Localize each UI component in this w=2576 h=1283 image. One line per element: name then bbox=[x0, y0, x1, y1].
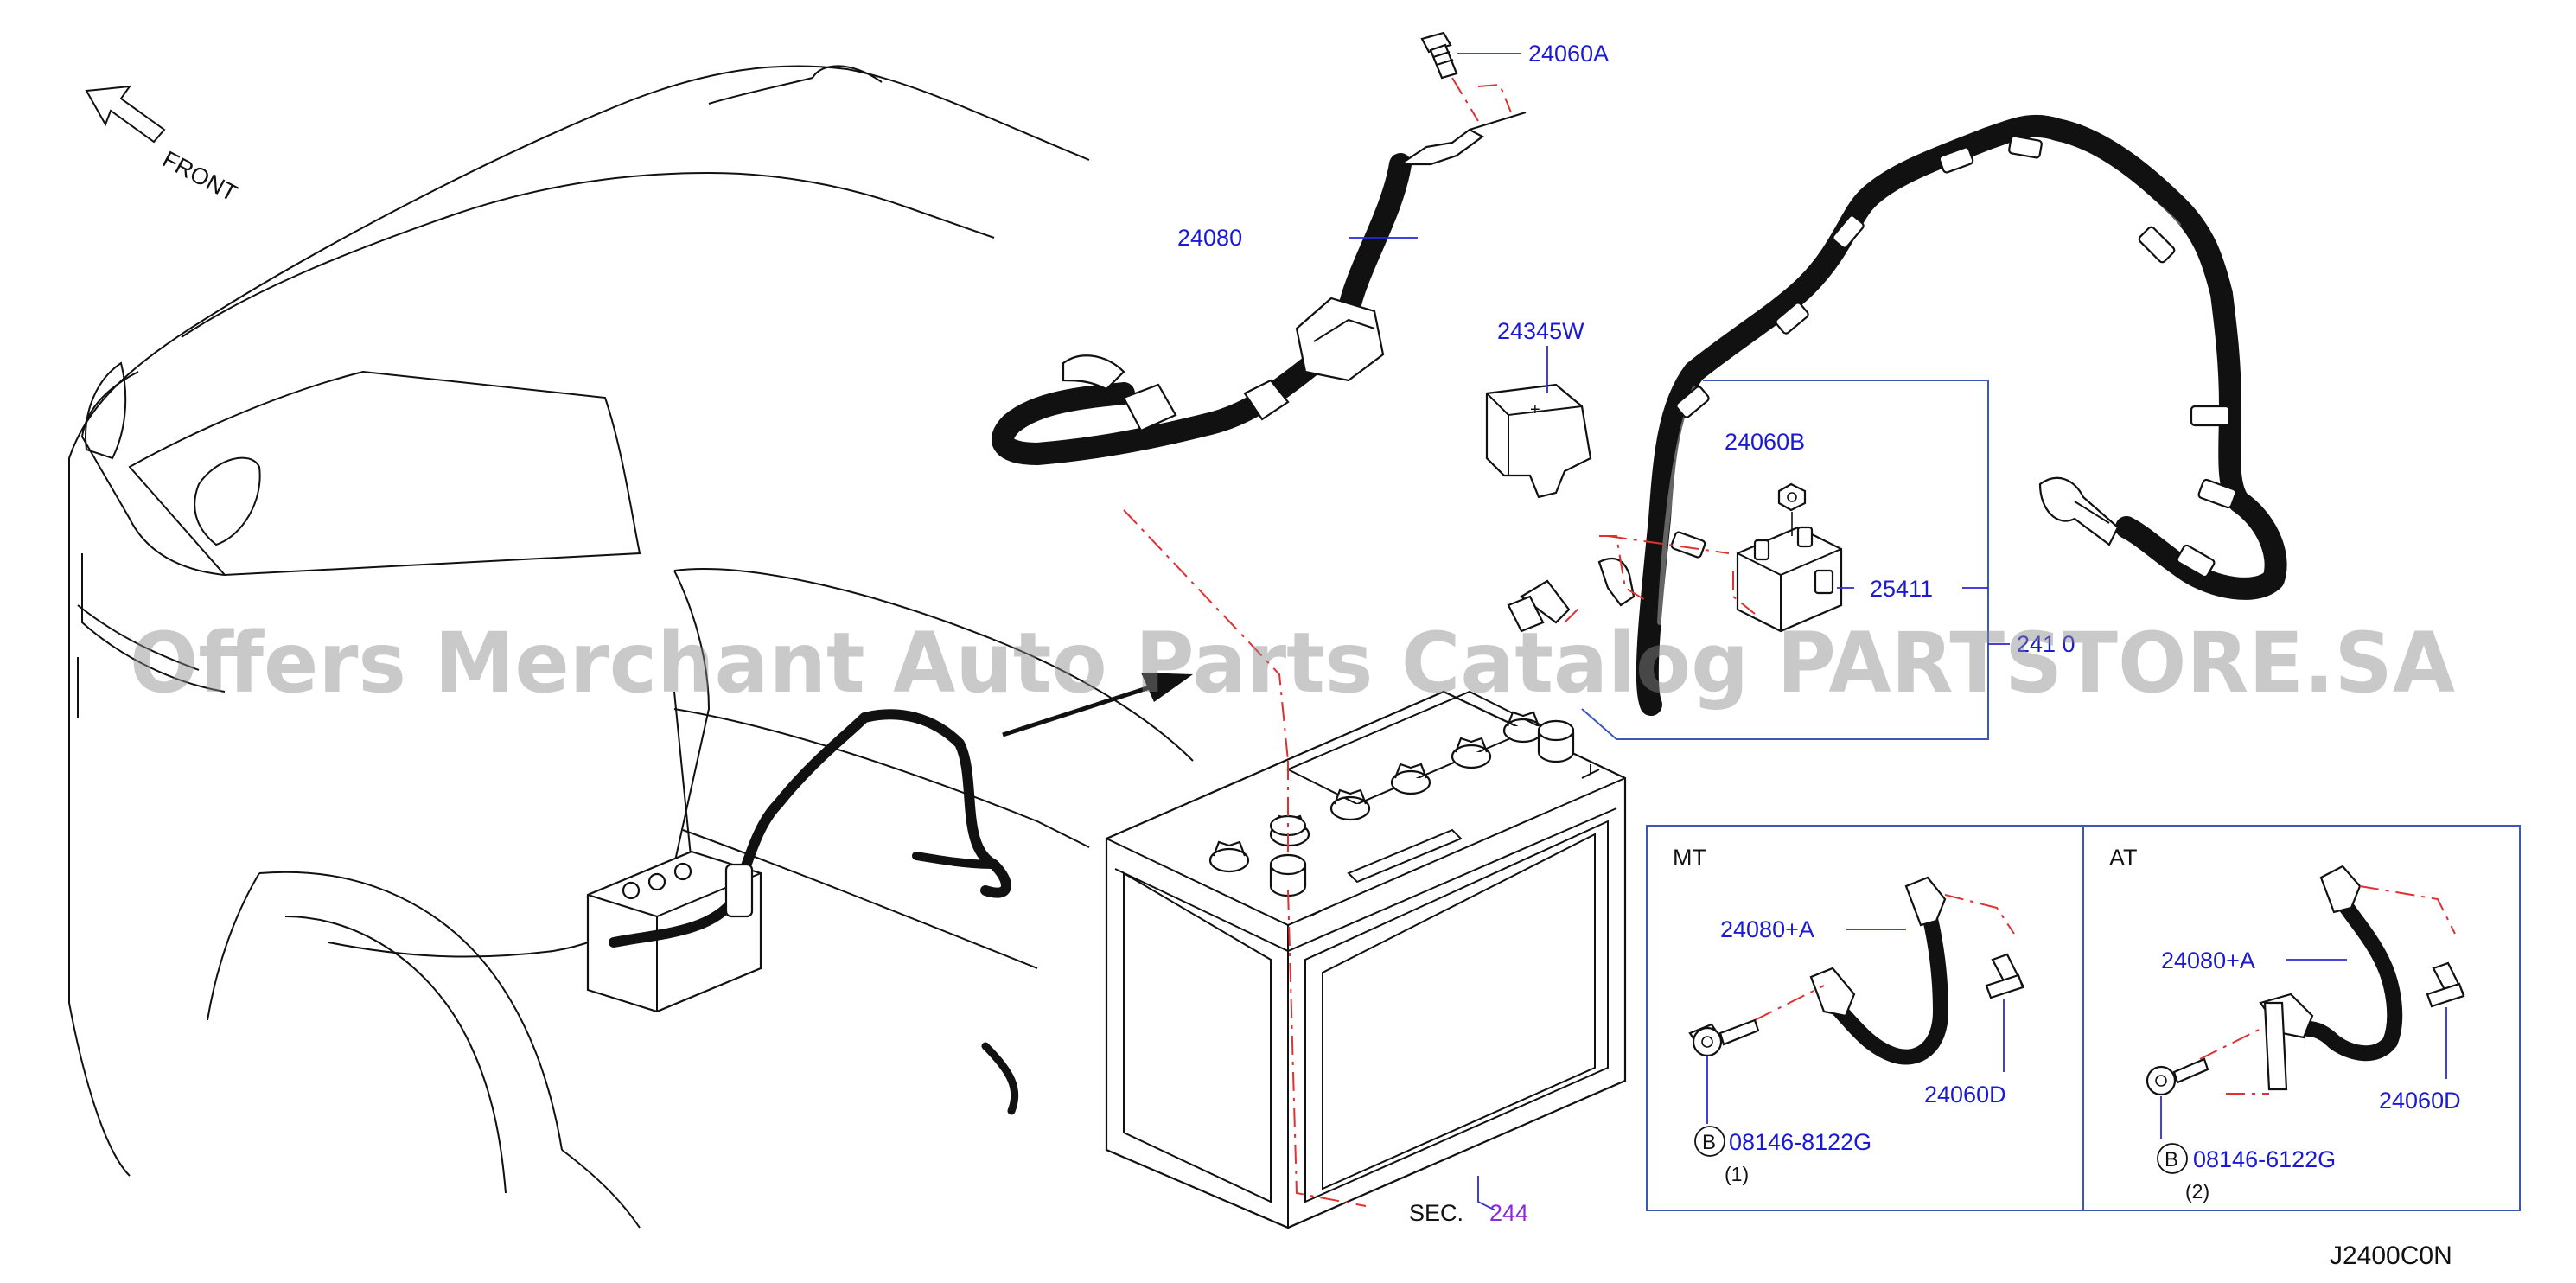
vehicle-battery-thumbnail bbox=[586, 709, 1019, 1115]
at-bolt-callout[interactable]: 24060D bbox=[2379, 1088, 2461, 1114]
variant-at-title: AT bbox=[2109, 845, 2138, 871]
callout-25411[interactable]: 25411 bbox=[1870, 576, 1933, 602]
zoom-pointer-arrow bbox=[1002, 673, 1193, 737]
at-bolt-marker: B bbox=[2165, 1148, 2178, 1171]
bolt-24060A bbox=[1420, 31, 1512, 122]
variant-at: AT 24080+A 24060D B 08146-6122G (2) bbox=[2109, 845, 2465, 1203]
mt-bolt-callout[interactable]: 24060D bbox=[1924, 1082, 2006, 1107]
callout-labels: 24060A 24080 24345W 24060B 25411 241 0 S… bbox=[1177, 41, 2075, 1226]
leader-lines bbox=[1349, 53, 2010, 1211]
mt-cable-callout[interactable]: 24080+A bbox=[1720, 916, 1814, 942]
callout-24345W[interactable]: 24345W bbox=[1497, 318, 1584, 344]
callout-24080[interactable]: 24080 bbox=[1177, 225, 1242, 251]
assembly-centerlines bbox=[1123, 509, 1756, 1207]
figure-code: J2400C0N bbox=[2330, 1242, 2452, 1270]
callout-24110[interactable]: 241 0 bbox=[2017, 631, 2075, 657]
mt-bolt-quantity: (1) bbox=[1725, 1163, 1749, 1185]
at-bolt-part-number[interactable]: 08146-6122G bbox=[2193, 1146, 2336, 1172]
negative-cable-24080 bbox=[992, 112, 1527, 465]
variant-mt-title: MT bbox=[1673, 845, 1706, 871]
svg-text:+: + bbox=[1530, 400, 1540, 419]
terminal-cover-24345W: + bbox=[1485, 383, 1592, 499]
at-cable-callout[interactable]: 24080+A bbox=[2161, 948, 2255, 973]
front-label: FRONT bbox=[158, 146, 241, 207]
positive-cable-assembly bbox=[1507, 114, 2287, 716]
main-battery bbox=[1105, 690, 1627, 1229]
mt-bolt-marker: B bbox=[1702, 1131, 1716, 1154]
at-bolt-quantity: (2) bbox=[2185, 1180, 2209, 1203]
callout-24060A[interactable]: 24060A bbox=[1528, 41, 1609, 67]
front-direction-arrow: FRONT bbox=[85, 85, 241, 207]
callout-24060B[interactable]: 24060B bbox=[1725, 429, 1805, 455]
vehicle-outline bbox=[68, 65, 1194, 1229]
transmission-variant-panel: MT 24080+A 24060D B 08146-8122G (1) AT bbox=[1646, 825, 2521, 1211]
callout-bracket-24110 bbox=[1581, 380, 1989, 740]
section-ref-prefix: SEC. bbox=[1409, 1200, 1463, 1226]
watermark-text: Offers Merchant Auto Parts Catalog PARTS… bbox=[130, 615, 2455, 712]
mt-bolt-part-number[interactable]: 08146-8122G bbox=[1729, 1129, 1871, 1155]
section-ref-number[interactable]: 244 bbox=[1489, 1200, 1528, 1226]
nut-24060B bbox=[1777, 482, 1807, 536]
variant-mt: MT 24080+A 24060D B 08146-8122G (1) bbox=[1673, 845, 2024, 1185]
fusible-link-25411 bbox=[1736, 526, 1843, 633]
